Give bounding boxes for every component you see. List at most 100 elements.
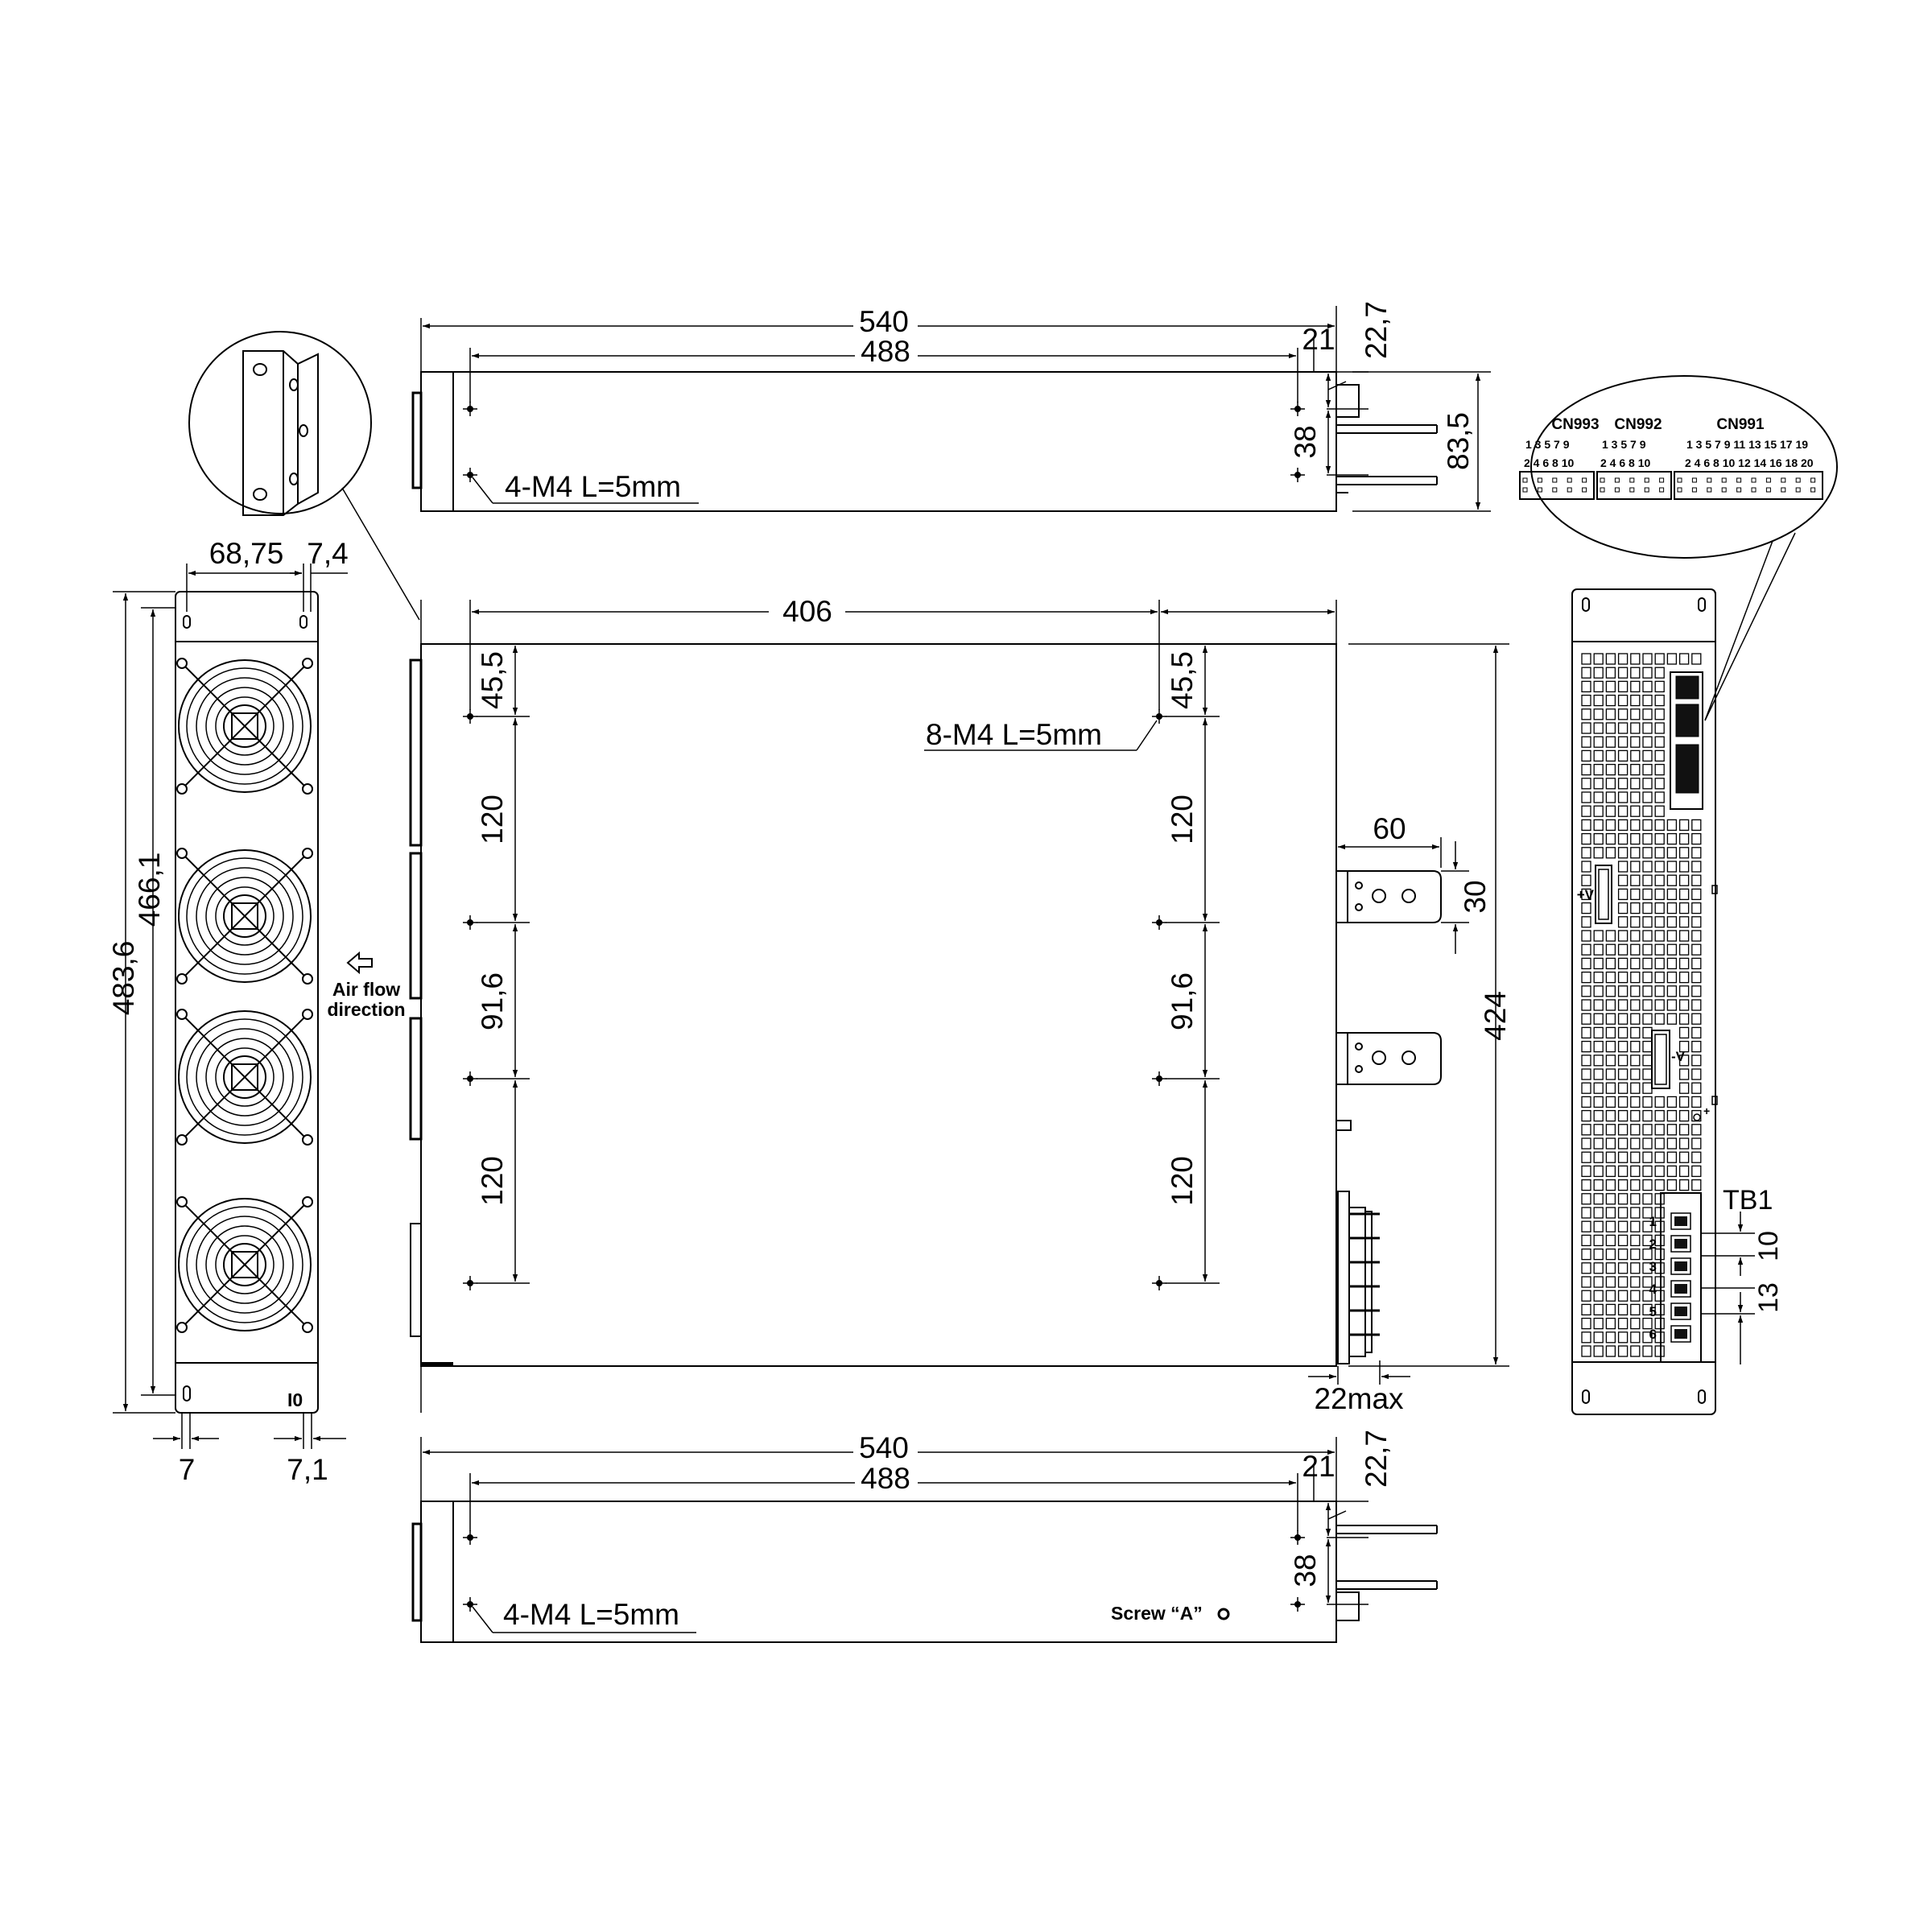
dim-first-row: 45,5 (1166, 651, 1199, 709)
vent-slot (1581, 1262, 1591, 1274)
vent-slot (1581, 1290, 1591, 1302)
tb1-screw (1670, 1235, 1691, 1253)
vent-slot (1630, 874, 1641, 886)
vent-slot (1581, 888, 1591, 901)
vent-slot (1678, 1109, 1690, 1122)
vent-slot (1666, 1096, 1678, 1108)
vent-slot (1654, 653, 1665, 665)
tb1-pin-number: 3 (1649, 1259, 1657, 1274)
vent-slot (1654, 1109, 1665, 1122)
vent-slot (1593, 819, 1604, 832)
vent-slot (1630, 902, 1641, 914)
vent-slot (1581, 694, 1591, 707)
vent-slot (1593, 1276, 1604, 1288)
vent-slot (1617, 1262, 1629, 1274)
vent-slot (1642, 694, 1653, 707)
vent-slot (1654, 708, 1665, 720)
vent-slot (1678, 1151, 1690, 1163)
minus-v-terminal (1651, 1030, 1670, 1089)
vent-slot (1691, 1124, 1702, 1136)
vent-slot (1642, 1179, 1653, 1191)
vent-slot (1630, 1109, 1641, 1122)
mount-hole (462, 401, 478, 417)
vent-slot (1605, 1068, 1616, 1080)
vent-slot (1593, 1179, 1604, 1191)
plan-view: 45,5 120 91,6 120 45,5 120 91,6 120 406 … (409, 595, 1512, 1415)
vent-slot (1593, 957, 1604, 970)
tb1-screw (1670, 1325, 1691, 1343)
dim-busbar-width: 30 (1459, 880, 1492, 913)
vent-slot (1617, 930, 1629, 942)
connector-pin (1736, 477, 1742, 483)
vent-slot (1691, 957, 1702, 970)
vent-slot (1593, 667, 1604, 679)
tb1-screw-head (1674, 1329, 1687, 1339)
vent-slot (1654, 1276, 1665, 1288)
connector-pin (1810, 477, 1816, 483)
vent-slot (1581, 667, 1591, 679)
vent-slot (1642, 888, 1653, 901)
vent-slot (1654, 874, 1665, 886)
vent-slot (1605, 1331, 1616, 1344)
vent-slot (1691, 874, 1702, 886)
vent-slot (1605, 847, 1616, 859)
vent-slot (1593, 832, 1604, 845)
connector-pin (1677, 487, 1682, 493)
note-screws: 4-M4 L=5mm (503, 1598, 679, 1631)
connector-pin (1582, 487, 1587, 493)
vent-slot (1678, 653, 1690, 665)
vent-slot (1581, 1248, 1591, 1261)
tb1-pin-number: 6 (1649, 1327, 1657, 1342)
vent-slot (1678, 1165, 1690, 1178)
vent-slot (1691, 832, 1702, 845)
mount-hole (1290, 1530, 1306, 1546)
fan-icon (176, 848, 313, 985)
airflow-label: direction (327, 999, 405, 1020)
vent-slot (1654, 999, 1665, 1011)
dim-terminal-max: 22max (1314, 1382, 1404, 1415)
cn992-pins-odd: 1 3 5 7 9 (1602, 438, 1646, 451)
dim-height-total: 483,6 (107, 941, 140, 1016)
tb1-pin-number: 1 (1649, 1214, 1657, 1229)
vent-slot (1654, 1303, 1665, 1316)
vent-slot (1630, 694, 1641, 707)
airflow-label: Air flow (332, 979, 400, 1000)
vent-slot (1617, 1137, 1629, 1150)
dim-bottom-left: 7 (179, 1453, 196, 1486)
vent-slot (1642, 1345, 1653, 1357)
vent-slot (1630, 930, 1641, 942)
vent-slot (1581, 1013, 1591, 1025)
vent-slot (1617, 1248, 1629, 1261)
vent-slot (1605, 1179, 1616, 1191)
vent-slot (1678, 888, 1690, 901)
vent-slot (1642, 722, 1653, 734)
mount-hole (462, 914, 478, 931)
vent-slot (1617, 999, 1629, 1011)
vent-slot (1691, 1082, 1702, 1094)
vent-slot (1691, 1013, 1702, 1025)
vent-slot (1642, 1124, 1653, 1136)
vent-slot (1617, 708, 1629, 720)
vent-slot (1593, 1345, 1604, 1357)
vent-slot (1581, 930, 1591, 942)
vent-slot (1605, 957, 1616, 970)
vent-slot (1691, 916, 1702, 928)
dim-height: 83,5 (1442, 412, 1475, 470)
vent-slot (1617, 1151, 1629, 1163)
vent-slot (1617, 1331, 1629, 1344)
vent-slot (1654, 1317, 1665, 1330)
vent-slot (1617, 653, 1629, 665)
connector-pin (1644, 487, 1649, 493)
vent-slot (1581, 1331, 1591, 1344)
vent-slot (1617, 1317, 1629, 1330)
vent-slot (1617, 1193, 1629, 1205)
vent-slot (1654, 1193, 1665, 1205)
vent-slot (1642, 1151, 1653, 1163)
vent-slot (1593, 1151, 1604, 1163)
connector-pin (1614, 487, 1620, 493)
plus-v-terminal (1595, 865, 1612, 924)
dim-row-spacing: 120 (1166, 795, 1199, 844)
fan-icon (176, 658, 313, 795)
connector-pin (1781, 477, 1786, 483)
vent-slot (1581, 1207, 1591, 1219)
